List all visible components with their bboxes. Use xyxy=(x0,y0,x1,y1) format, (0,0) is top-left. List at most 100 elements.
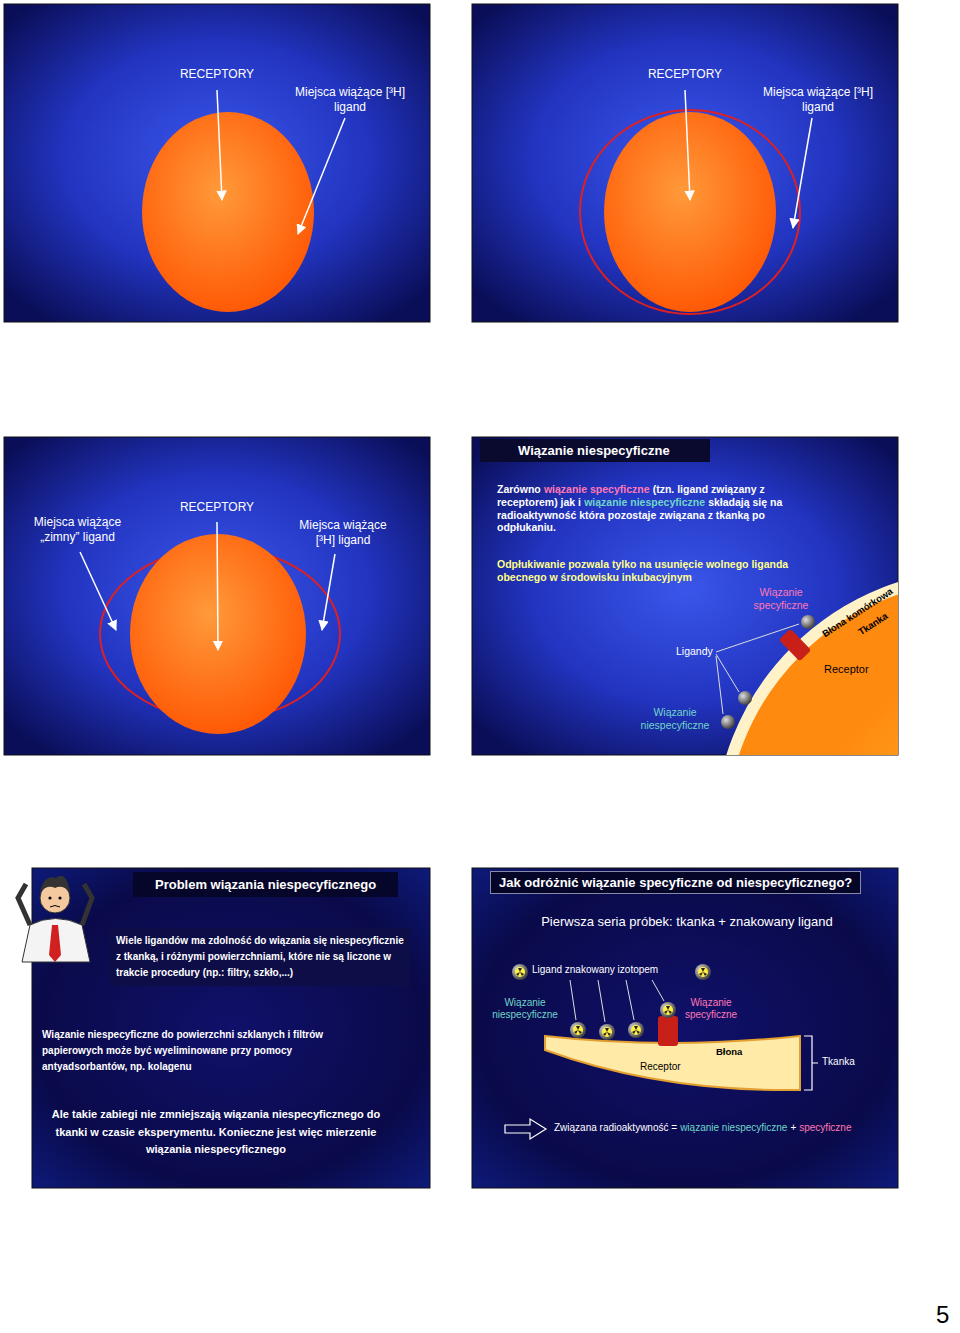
text-run: RECEPTORY xyxy=(648,67,722,81)
pointer-arrow xyxy=(80,552,116,630)
text-run: Ligand znakowany izotopem xyxy=(532,964,658,975)
text-block: Związana radioaktywność =wiązanie niespe… xyxy=(554,1122,894,1134)
title-bar: Wiązanie niespecyficzne xyxy=(480,439,710,462)
leader-line xyxy=(652,980,664,1001)
text-run: Błona xyxy=(716,1046,742,1057)
text-block: Ale takie zabiegi nie zmniejszają wiązan… xyxy=(40,1106,392,1159)
labelled-ligand xyxy=(512,964,528,980)
tissue-cell xyxy=(720,575,898,755)
leader-line xyxy=(626,980,634,1020)
slide: RECEPTORY Miejsca wiążące [³H] ligand xyxy=(4,4,430,322)
text-run: Ligandy xyxy=(676,645,713,657)
title-bar: Jak odróżnić wiązanie specyficzne od nie… xyxy=(490,871,861,894)
text-run: RECEPTORY xyxy=(180,67,254,81)
cell-ellipse xyxy=(142,112,314,312)
text-run: Wiązanie niespecyficzne do powierzchni s… xyxy=(42,1029,323,1072)
text-run: Wiązanie specyficzne xyxy=(685,997,737,1020)
text-run: Wiązanie niespecyficzne xyxy=(641,706,710,731)
slide-ground xyxy=(4,437,430,755)
text-run: Wiązanie specyficzne xyxy=(754,586,809,611)
text-block: Ligandy xyxy=(676,645,713,658)
pointer-arrow xyxy=(217,522,218,650)
bound-ligand xyxy=(599,1024,615,1040)
bound-ligand xyxy=(570,1022,586,1038)
slide: RECEPTORY Miejsca wiążące [³H] ligand xyxy=(472,4,898,322)
ligand-ball xyxy=(801,615,815,629)
text-block: Wiązanie specyficzne xyxy=(744,586,818,612)
text-run: Pierwsza seria próbek: tkanka + znakowan… xyxy=(541,914,833,929)
receptor-shape xyxy=(779,629,811,662)
text-block: RECEPTORY xyxy=(168,67,266,82)
cell-ellipse xyxy=(604,112,776,312)
text-run: + xyxy=(790,1122,796,1133)
binding-ring xyxy=(580,110,800,314)
text-block: Błona xyxy=(716,1046,742,1058)
pointer-arrow xyxy=(685,90,690,200)
bracket xyxy=(804,1036,818,1090)
pointer-arrow xyxy=(217,90,222,200)
bound-ligand xyxy=(660,1002,676,1018)
text-run: Tkanka xyxy=(822,1056,855,1067)
text-block: RECEPTORY xyxy=(168,500,266,515)
text-block: Pierwsza seria próbek: tkanka + znakowan… xyxy=(500,914,874,930)
pointer-arrow xyxy=(298,118,345,234)
node-text: Wiązanie niespecyficzne xyxy=(518,443,670,458)
ligand-ball xyxy=(738,691,752,705)
slide: Miejsca wiążące „zimny” ligand RECEPTORY M… xyxy=(4,437,430,755)
text-block: Receptor xyxy=(640,1061,681,1073)
text-block: Miejsca wiążące [³H] ligand xyxy=(288,518,398,547)
text-block: Odpłukiwanie pozwala tylko na usunięcie … xyxy=(497,558,789,584)
text-run: wiązanie niespecyficzne xyxy=(584,496,705,508)
ligand-ball xyxy=(721,715,735,729)
pointer-arrow xyxy=(793,118,812,228)
slide-ground xyxy=(32,868,430,1188)
leader-line xyxy=(716,656,723,714)
text-block: RECEPTORY xyxy=(636,67,734,82)
slide: Pierwsza seria próbek: tkanka + znakowan… xyxy=(472,868,898,1188)
text-run: specyficzne xyxy=(799,1122,851,1133)
text-run: Receptor xyxy=(640,1061,681,1072)
page-number: 5 xyxy=(936,1300,949,1329)
text-run: Ale takie zabiegi nie zmniejszają wiązan… xyxy=(52,1108,380,1155)
cell-membrane xyxy=(720,575,898,755)
text-block: Zarównowiązanie specyficzne(tzn. ligand … xyxy=(497,483,809,534)
text-block: Wiązanie niespecyficzne xyxy=(640,706,710,732)
text-run: Związana radioaktywność = xyxy=(554,1122,677,1133)
result-arrow xyxy=(505,1119,546,1139)
text-run: Zarówno xyxy=(497,483,541,495)
labelled-ligand xyxy=(695,964,711,980)
text-run: Odpłukiwanie pozwala tylko na usunięcie … xyxy=(497,558,788,583)
bound-ligand xyxy=(628,1022,644,1038)
node-text: Jak odróżnić wiązanie specyficzne od nie… xyxy=(499,875,852,890)
slide-ground xyxy=(4,4,430,322)
text-run: Wiązanie niespecyficzne xyxy=(492,997,558,1020)
slide-ground xyxy=(472,868,898,1188)
text-block: Ligand znakowany izotopem xyxy=(532,964,658,976)
slide: Wiązanie niespecyficzne do powierzchni s… xyxy=(32,868,430,1188)
node-text: Wiele ligandów ma zdolność do wiązania s… xyxy=(116,933,404,981)
text-block: Receptor xyxy=(824,663,869,676)
text-block: Wiązanie specyficzne xyxy=(680,997,742,1021)
title-bar: Problem wiązania niespecyficznego xyxy=(133,872,398,897)
node-text: Problem wiązania niespecyficznego xyxy=(155,877,376,892)
slide-ground xyxy=(472,4,898,322)
text-run: Miejsca wiążące [³H] ligand xyxy=(295,85,405,114)
pointer-arrow xyxy=(322,554,335,630)
text-run: wiązanie specyficzne xyxy=(544,483,650,495)
text-run: Receptor xyxy=(824,663,869,675)
text-run: RECEPTORY xyxy=(180,500,254,514)
receptor-shape xyxy=(658,1016,678,1046)
text-run: Miejsca wiążące [³H] ligand xyxy=(299,518,386,547)
text-run: Miejsca wiążące „zimny” ligand xyxy=(34,515,121,544)
text-block: Wiązanie niespecyficzne xyxy=(486,997,564,1021)
text-block: Tkanka xyxy=(822,1056,855,1068)
leader-line xyxy=(598,980,605,1022)
leader-line xyxy=(716,624,799,652)
worried-man xyxy=(18,876,92,962)
text-block: Miejsca wiążące „zimny” ligand xyxy=(15,515,140,544)
slide: Zarównowiązanie specyficzne(tzn. ligand … xyxy=(472,437,898,755)
text-block: Miejsca wiążące [³H] ligand xyxy=(758,85,878,114)
leader-line xyxy=(570,980,576,1020)
text-run: wiązanie niespecyficzne xyxy=(680,1122,787,1133)
